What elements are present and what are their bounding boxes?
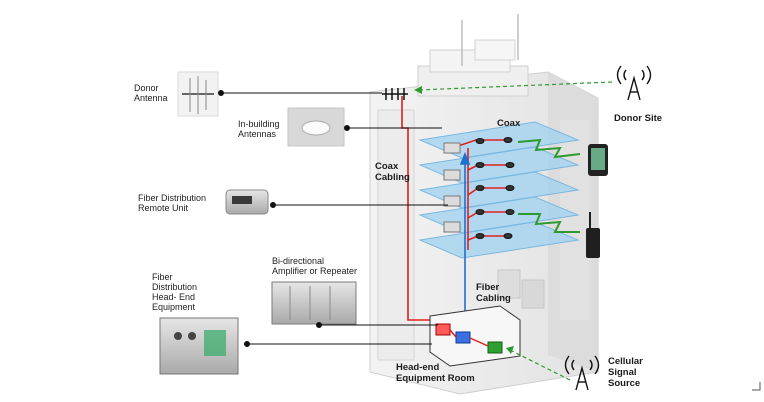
radio-handset-icon — [586, 212, 600, 258]
wireless-links — [517, 138, 581, 233]
signal-source-tower-icon — [564, 355, 600, 391]
fiber-cabling-label: Fiber Cabling — [476, 282, 511, 304]
cellular-signal-source-label: Cellular Signal Source — [608, 356, 643, 389]
in-building-antenna-photo — [287, 107, 345, 147]
head-end-room — [429, 305, 521, 367]
rooftop-antenna-icon — [382, 88, 408, 100]
donor-signal-arrowheads — [414, 86, 514, 354]
ceiling-antennas — [475, 137, 515, 239]
fiber-head-end-label: Fiber Distribution Head- End Equipment — [152, 272, 198, 312]
bidirectional-amp-label: Bi-directional Amplifier or Repeater — [272, 256, 358, 276]
leader-lines — [218, 90, 448, 347]
smartphone-icon — [588, 144, 608, 176]
donor-signal-link — [417, 81, 613, 381]
floor-planes — [418, 121, 580, 259]
donor-antenna-label: Donor Antenna — [134, 83, 168, 103]
donor-antenna-photo — [177, 71, 219, 117]
head-end-equipment-photo — [159, 317, 239, 375]
donor-site-label: Donor Site — [614, 113, 663, 124]
in-building-antennas-label: In-building Antennas — [238, 119, 280, 139]
coax-cabling-label: Coax Cabling — [375, 161, 410, 183]
fiber-remote-unit-label: Fiber Distribution Remote Unit — [138, 193, 207, 213]
donor-site-tower-icon — [616, 65, 652, 101]
remote-units — [443, 142, 461, 233]
fiber-cabling — [459, 151, 471, 330]
amplifier-photo — [271, 281, 357, 325]
corner-mark — [752, 382, 761, 391]
remote-unit-photo — [225, 189, 269, 215]
coax-label: Coax — [497, 118, 521, 129]
head-end-room-label: Head-end Equipment Room — [396, 362, 475, 384]
